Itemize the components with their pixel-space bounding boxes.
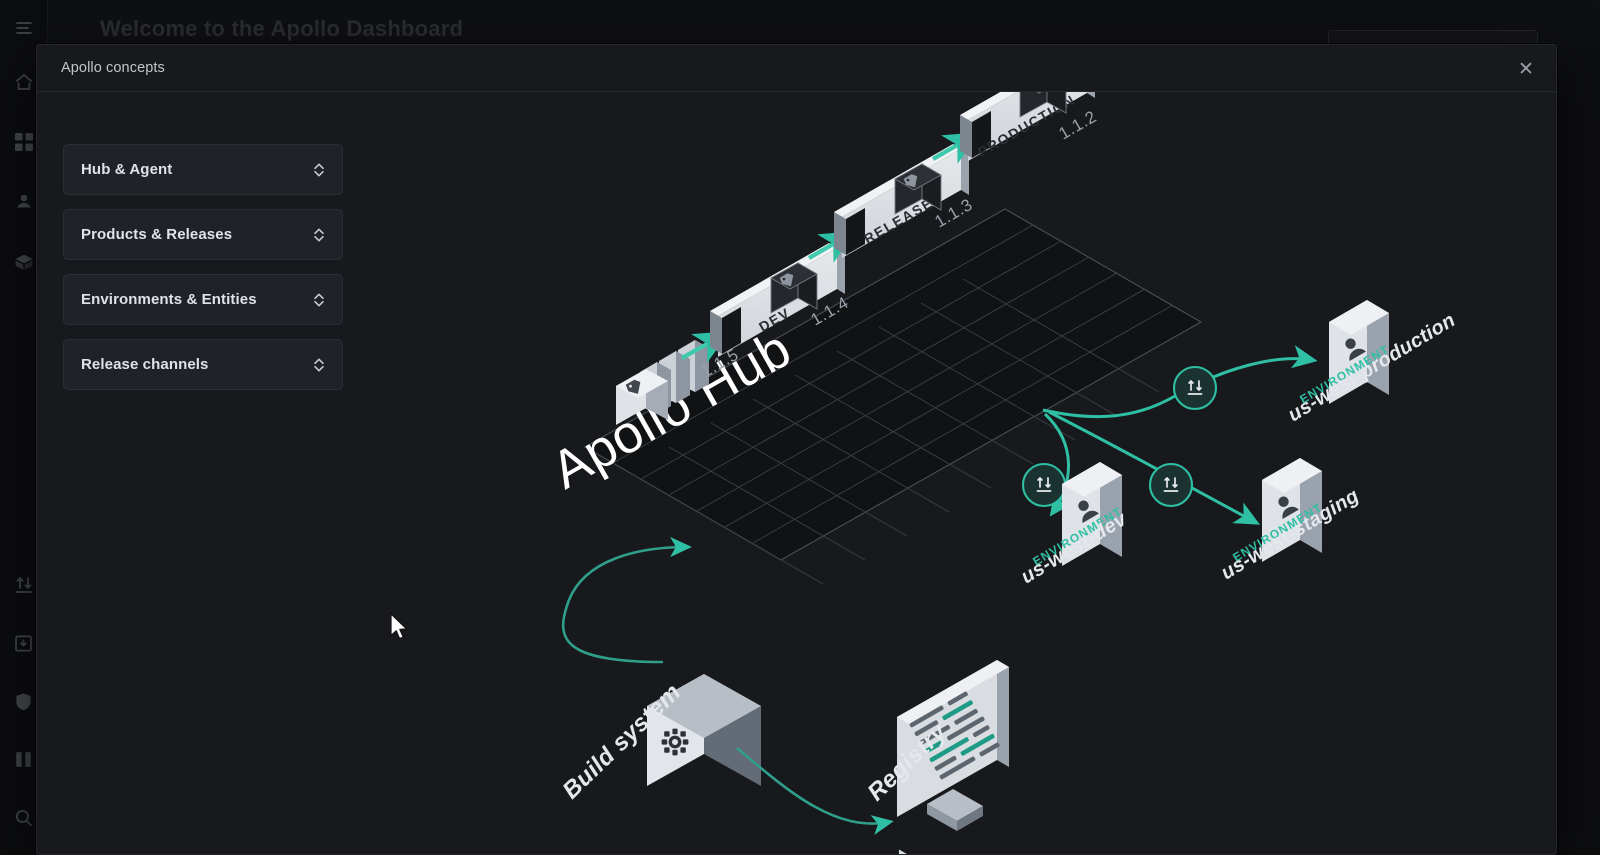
apollo-concepts-diagram: Apollo Hub <box>337 92 1556 854</box>
tag-cube-latest <box>1019 92 1067 118</box>
accordion-item-environments-entities[interactable]: Environments & Entities <box>63 274 343 325</box>
save-disk-icon[interactable] <box>0 739 48 779</box>
chevron-updown-icon <box>313 227 325 243</box>
dashboard-grid-icon[interactable] <box>0 122 48 162</box>
accordion-label: Products & Releases <box>81 226 233 243</box>
accordion-item-hub-agent[interactable]: Hub & Agent <box>63 144 343 195</box>
connector-build-to-registry <box>736 747 894 836</box>
apollo-concepts-modal: Apollo concepts ✕ Hub & Agent Products &… <box>36 44 1557 855</box>
agent-icon[interactable] <box>0 182 48 222</box>
product-stack <box>616 340 709 425</box>
modal-body: Hub & Agent Products & Releases <box>37 92 1556 854</box>
environment-node-production <box>1329 300 1389 404</box>
tag-cube-release <box>770 262 818 314</box>
shield-icon[interactable] <box>0 681 48 721</box>
registry-node <box>897 660 1009 854</box>
archive-box-icon[interactable] <box>0 623 48 663</box>
menu-icon[interactable] <box>0 8 48 48</box>
close-icon[interactable]: ✕ <box>1518 58 1534 80</box>
package-cube-icon[interactable] <box>0 242 48 282</box>
agent-badge-staging <box>1148 462 1194 508</box>
accordion-item-release-channels[interactable]: Release channels <box>63 339 343 390</box>
accordion-label: Release channels <box>81 356 209 373</box>
accordion-label: Environments & Entities <box>81 291 257 308</box>
sync-transfer-icon[interactable] <box>0 565 48 605</box>
page-title: Apollo concepts <box>61 60 165 76</box>
environment-node-staging <box>1262 458 1322 562</box>
agent-badge-dev <box>1021 462 1067 508</box>
environment-node-dev <box>1062 462 1122 566</box>
modal-header: Apollo concepts ✕ <box>37 45 1556 92</box>
home-icon[interactable] <box>0 62 48 102</box>
chevron-updown-icon <box>313 357 325 373</box>
connector-hub-to-dev <box>1043 412 1074 517</box>
chevron-updown-icon <box>313 292 325 308</box>
accordion-item-products-releases[interactable]: Products & Releases <box>63 209 343 260</box>
tag-cube-production <box>894 163 942 215</box>
agent-badge-production <box>1172 365 1218 411</box>
connector-build-to-hub <box>561 536 692 664</box>
search-icon[interactable] <box>0 797 48 837</box>
concepts-accordion: Hub & Agent Products & Releases <box>63 144 343 404</box>
build-system-node <box>647 674 761 786</box>
chevron-updown-icon <box>313 162 325 178</box>
app-background-title: Welcome to the Apollo Dashboard <box>100 16 464 41</box>
accordion-label: Hub & Agent <box>81 161 173 178</box>
hub-platform <box>583 208 1203 585</box>
